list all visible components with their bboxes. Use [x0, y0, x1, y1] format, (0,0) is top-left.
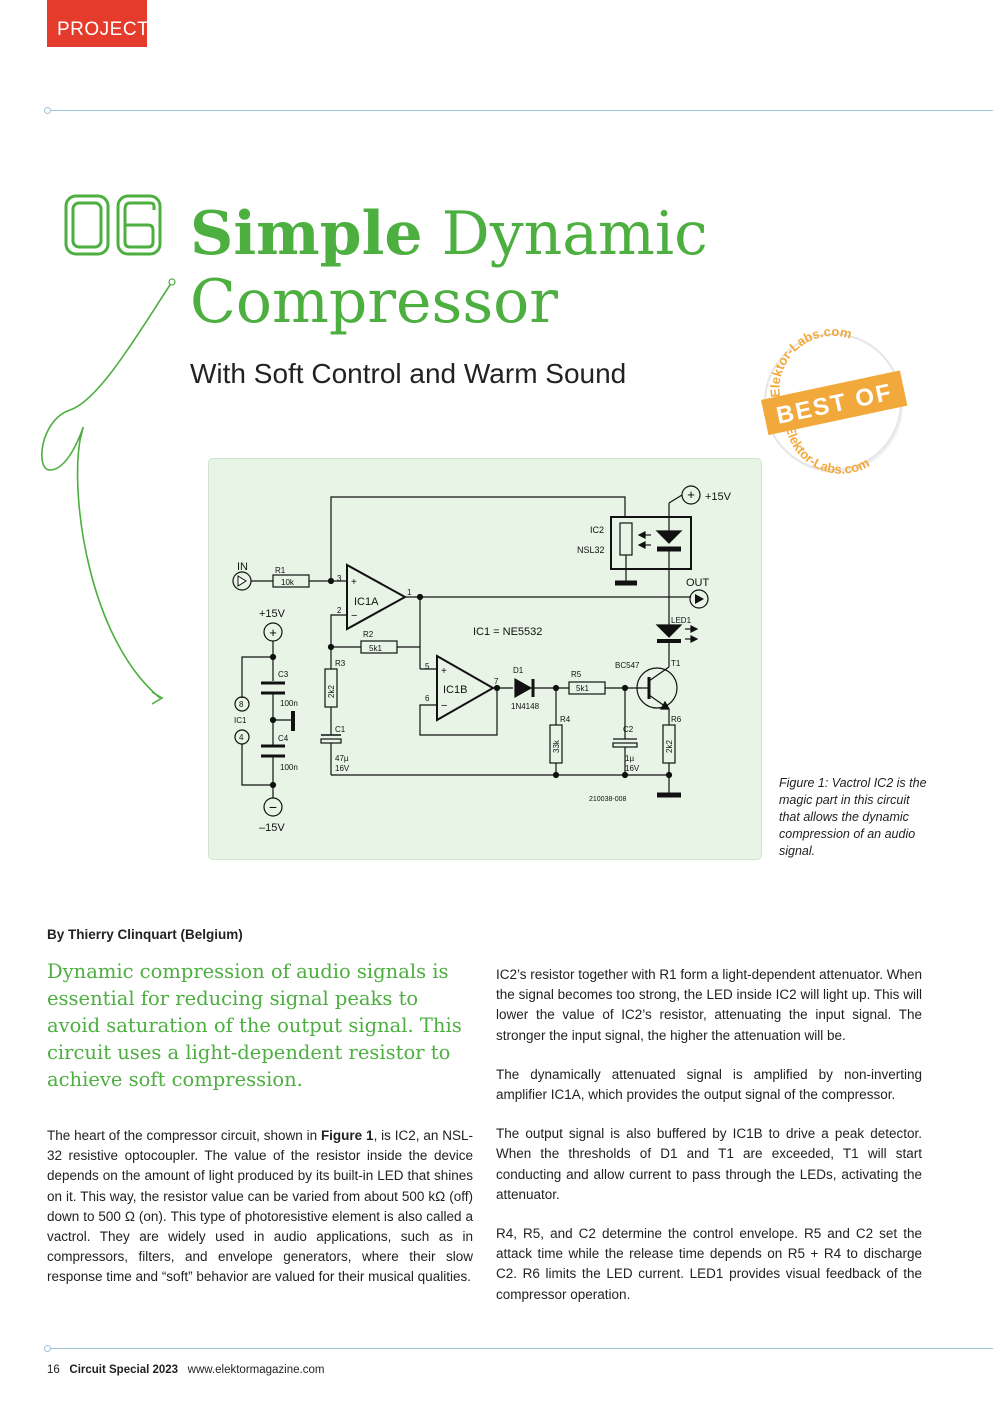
svg-text:33k: 33k: [552, 739, 561, 753]
svg-text:+: +: [351, 577, 357, 588]
svg-text:C2: C2: [623, 725, 634, 734]
schematic-diagram: + + − +15V IC2 NSL32 OUT IN R1 10k 3 2 +…: [232, 485, 732, 834]
svg-text:7: 7: [494, 677, 499, 686]
svg-text:+: +: [269, 625, 277, 640]
svg-text:10k: 10k: [281, 578, 295, 587]
svg-text:+: +: [687, 487, 695, 502]
svg-text:T1: T1: [671, 659, 681, 668]
svg-text:2k2: 2k2: [327, 685, 336, 698]
svg-text:R2: R2: [363, 630, 374, 639]
svg-text:C1: C1: [335, 725, 346, 734]
publication-name: Circuit Special 2023: [69, 1364, 179, 1376]
byline: By Thierry Clinquart (Belgium): [47, 927, 243, 942]
body-paragraph: R4, R5, and C2 determine the control env…: [496, 1226, 922, 1302]
svg-text:IC2: IC2: [590, 525, 604, 535]
svg-text:R6: R6: [671, 715, 682, 724]
figure-reference: Figure 1: [320, 1128, 374, 1143]
svg-text:3: 3: [337, 574, 342, 583]
svg-text:5k1: 5k1: [576, 684, 589, 693]
body-paragraph: The heart of the compressor circuit, sho…: [47, 1128, 474, 1285]
svg-text:16V: 16V: [335, 764, 350, 773]
body-paragraph: The dynamically attenuated signal is amp…: [496, 1066, 922, 1103]
svg-text:C4: C4: [278, 734, 289, 743]
bottom-divider: [44, 1345, 993, 1352]
best-of-badge: BEST OF Elektor-Labs.com Elektor-Labs.co…: [760, 327, 908, 477]
page-number: 16: [47, 1364, 60, 1376]
website-link[interactable]: www.elektormagazine.com: [187, 1364, 325, 1376]
svg-text:IC1A: IC1A: [354, 596, 379, 608]
figure-caption: Figure 1: Vactrol IC2 is the magic part …: [779, 776, 927, 858]
svg-text:+15V: +15V: [705, 491, 732, 503]
svg-text:IN: IN: [237, 561, 248, 573]
svg-text:6: 6: [425, 694, 430, 703]
svg-text:IC1: IC1: [234, 716, 247, 725]
svg-text:2k2: 2k2: [665, 740, 674, 753]
title-line2: Compressor: [190, 267, 558, 337]
body-paragraph: The output signal is also buffered by IC…: [496, 1126, 922, 1202]
svg-text:−: −: [441, 700, 447, 712]
svg-text:100n: 100n: [280, 763, 298, 772]
svg-text:−: −: [269, 799, 277, 815]
body-column-1: The heart of the compressor circuit, sho…: [47, 1126, 473, 1307]
svg-text:IC1 = NE5532: IC1 = NE5532: [473, 626, 542, 638]
svg-text:+15V: +15V: [259, 608, 286, 620]
svg-text:R1: R1: [275, 566, 286, 575]
body-paragraph: IC2’s resistor together with R1 form a l…: [496, 967, 922, 1043]
svg-text:D1: D1: [513, 666, 524, 675]
svg-text:1µ: 1µ: [625, 754, 634, 763]
svg-text:8: 8: [239, 700, 244, 709]
svg-text:2: 2: [337, 606, 342, 615]
svg-text:OUT: OUT: [686, 577, 710, 589]
title-rest: Dynamic: [441, 199, 708, 269]
svg-text:−: −: [351, 610, 357, 622]
svg-text:LED1: LED1: [671, 616, 692, 625]
title-bold: Simple: [190, 199, 423, 269]
svg-text:210038-008: 210038-008: [589, 796, 626, 803]
article-number-icon: 06: [64, 194, 162, 256]
lead-paragraph: Dynamic compression of audio signals is …: [47, 960, 462, 1091]
svg-text:R5: R5: [571, 670, 582, 679]
svg-text:R4: R4: [560, 715, 571, 724]
svg-text:47µ: 47µ: [335, 754, 349, 763]
svg-text:5: 5: [425, 662, 430, 671]
body-column-2: IC2’s resistor together with R1 form a l…: [496, 965, 922, 1324]
svg-text:5k1: 5k1: [369, 644, 382, 653]
article-title: Simple Dynamic Compressor: [190, 200, 708, 336]
svg-text:–15V: –15V: [259, 822, 285, 834]
article-subtitle: With Soft Control and Warm Sound: [190, 358, 627, 389]
svg-text:4: 4: [239, 733, 244, 742]
svg-text:C3: C3: [278, 670, 289, 679]
svg-text:100n: 100n: [280, 699, 298, 708]
decorative-curve: [41, 278, 176, 705]
svg-text:R3: R3: [335, 659, 346, 668]
svg-text:NSL32: NSL32: [577, 545, 605, 555]
svg-text:1N4148: 1N4148: [511, 702, 540, 711]
svg-text:IC1B: IC1B: [443, 684, 467, 696]
svg-text:1: 1: [407, 588, 412, 597]
svg-text:BC547: BC547: [615, 661, 640, 670]
top-divider: [44, 107, 993, 114]
schematic-figure: + + − +15V IC2 NSL32 OUT IN R1 10k 3 2 +…: [208, 458, 762, 860]
section-tag: PROJECT: [47, 0, 149, 47]
page-footer: 16 Circuit Special 2023 www.elektormagaz…: [47, 1364, 324, 1376]
svg-text:+: +: [441, 666, 447, 677]
svg-text:16V: 16V: [625, 764, 640, 773]
